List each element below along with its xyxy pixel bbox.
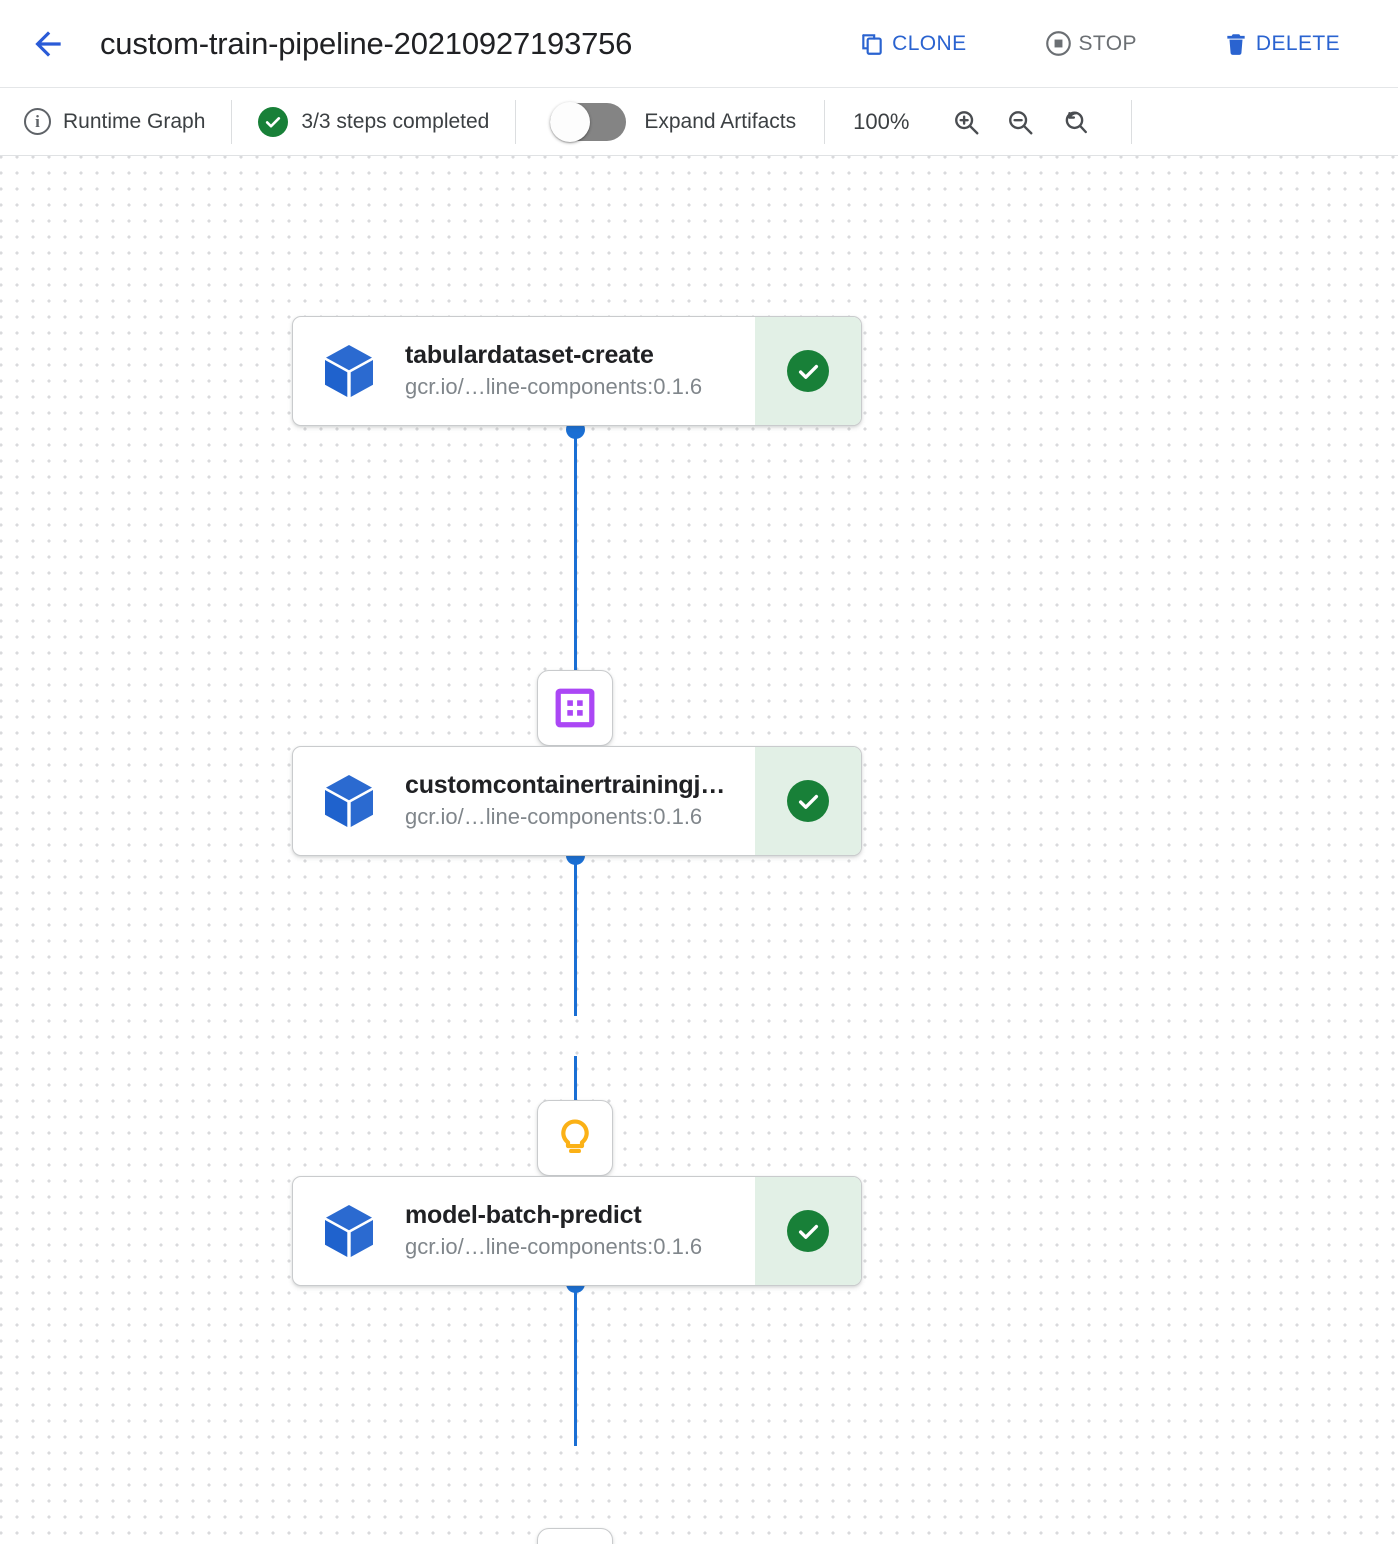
cube-icon xyxy=(293,747,405,855)
cube-icon xyxy=(293,1177,405,1285)
artifact-node-model[interactable] xyxy=(537,1100,613,1176)
artifact-node-dataset[interactable] xyxy=(537,670,613,746)
node-subtitle: gcr.io/…line-components:0.1.6 xyxy=(405,1234,703,1260)
toolbar-divider xyxy=(515,99,517,144)
node-status-succeeded xyxy=(755,747,861,855)
toolbar-divider xyxy=(1131,99,1133,144)
toggle-knob xyxy=(550,101,591,142)
dataset-icon xyxy=(554,687,596,729)
pipeline-node-model-batch-predict[interactable]: model-batch-predict gcr.io/…line-compone… xyxy=(292,1176,862,1286)
runtime-graph-label: Runtime Graph xyxy=(63,109,206,133)
header-actions: CLONE STOP DELETE xyxy=(841,20,1398,67)
toolbar-divider xyxy=(231,99,233,144)
lightbulb-icon xyxy=(554,1117,596,1159)
info-icon: i xyxy=(24,108,51,135)
delete-button-label: DELETE xyxy=(1255,31,1340,55)
zoom-reset-icon xyxy=(1059,107,1089,137)
cube-icon xyxy=(293,317,405,425)
node-status-succeeded xyxy=(755,317,861,425)
node-status-succeeded xyxy=(755,1177,861,1285)
expand-artifacts-toggle[interactable] xyxy=(550,101,627,142)
toolbar-divider xyxy=(824,99,826,144)
zoom-out-icon xyxy=(1005,107,1035,137)
check-circle-icon xyxy=(787,780,829,822)
runtime-graph-tab[interactable]: i Runtime Graph xyxy=(24,88,231,155)
stop-button-label: STOP xyxy=(1078,31,1137,55)
back-button[interactable] xyxy=(22,18,74,70)
page-header: custom-train-pipeline-20210927193756 CLO… xyxy=(0,0,1398,88)
stop-icon xyxy=(1045,30,1072,57)
zoom-out-button[interactable] xyxy=(993,95,1047,149)
steps-status-label: 3/3 steps completed xyxy=(301,109,490,133)
check-circle-icon xyxy=(258,106,289,137)
artifact-node-batch-prediction[interactable] xyxy=(537,1528,613,1544)
edge-node3-to-artifact3 xyxy=(574,1286,577,1446)
edge-node2-to-artifact2 xyxy=(574,856,577,1016)
arrow-back-icon xyxy=(29,25,67,63)
zoom-in-icon xyxy=(951,107,981,137)
clone-icon xyxy=(859,31,885,57)
node-title: customcontainertrainingj… xyxy=(405,771,726,800)
pipeline-node-tabulardataset-create[interactable]: tabulardataset-create gcr.io/…line-compo… xyxy=(292,316,862,426)
page-title: custom-train-pipeline-20210927193756 xyxy=(100,25,633,61)
expand-artifacts-label: Expand Artifacts xyxy=(644,109,797,133)
zoom-level-label: 100% xyxy=(853,108,910,134)
pipeline-graph-canvas[interactable]: tabulardataset-create gcr.io/…line-compo… xyxy=(0,156,1398,1544)
node-text: tabulardataset-create gcr.io/…line-compo… xyxy=(405,317,755,425)
graph-toolbar: i Runtime Graph 3/3 steps completed Expa… xyxy=(0,88,1398,156)
edge-node1-to-artifact1 xyxy=(574,430,577,750)
node-text: customcontainertrainingj… gcr.io/…line-c… xyxy=(405,747,755,855)
delete-button[interactable]: DELETE xyxy=(1205,21,1358,67)
check-circle-icon xyxy=(787,1210,829,1252)
steps-status: 3/3 steps completed xyxy=(232,88,515,155)
node-subtitle: gcr.io/…line-components:0.1.6 xyxy=(405,804,703,830)
node-title: model-batch-predict xyxy=(405,1201,642,1230)
zoom-in-button[interactable] xyxy=(939,95,993,149)
clone-button-label: CLONE xyxy=(892,31,967,55)
node-text: model-batch-predict gcr.io/…line-compone… xyxy=(405,1177,755,1285)
zoom-reset-button[interactable] xyxy=(1047,95,1101,149)
check-circle-icon xyxy=(787,350,829,392)
expand-artifacts-group: Expand Artifacts xyxy=(516,88,824,155)
node-subtitle: gcr.io/…line-components:0.1.6 xyxy=(405,374,703,400)
zoom-controls: 100% xyxy=(825,88,1133,155)
stop-button[interactable]: STOP xyxy=(1027,20,1155,67)
node-title: tabulardataset-create xyxy=(405,341,654,370)
clone-button[interactable]: CLONE xyxy=(841,21,984,67)
trash-icon xyxy=(1223,31,1249,57)
pipeline-node-customcontainertrainingjob[interactable]: customcontainertrainingj… gcr.io/…line-c… xyxy=(292,746,862,856)
